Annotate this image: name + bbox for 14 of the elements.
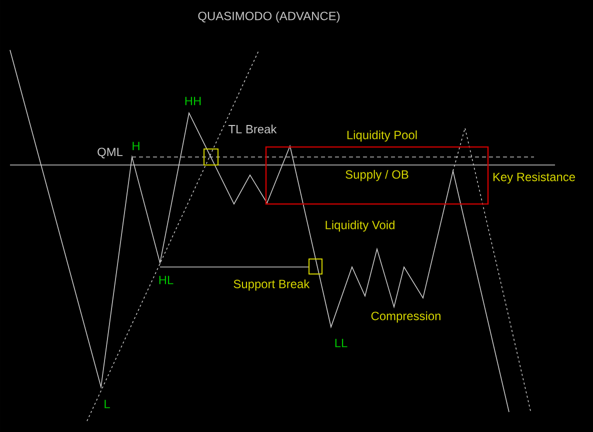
annotation-label: Support Break [234,279,310,291]
swing-label: L [104,400,110,408]
swing-label: H [132,142,140,150]
annotation-label: TL Break [228,124,277,134]
title: QUASIMODO (ADVANCE) [198,11,340,23]
marker-box [308,258,322,274]
marker-box [204,148,218,166]
swing-label: HL [159,276,174,284]
zone-box: Supply / OB [265,146,489,205]
swing-label: LL [335,338,348,348]
annotation-label: Liquidity Void [326,220,394,232]
annotation-label: Compression [371,311,440,323]
swing-label: HH [185,96,201,106]
level-label: QML [98,148,123,158]
